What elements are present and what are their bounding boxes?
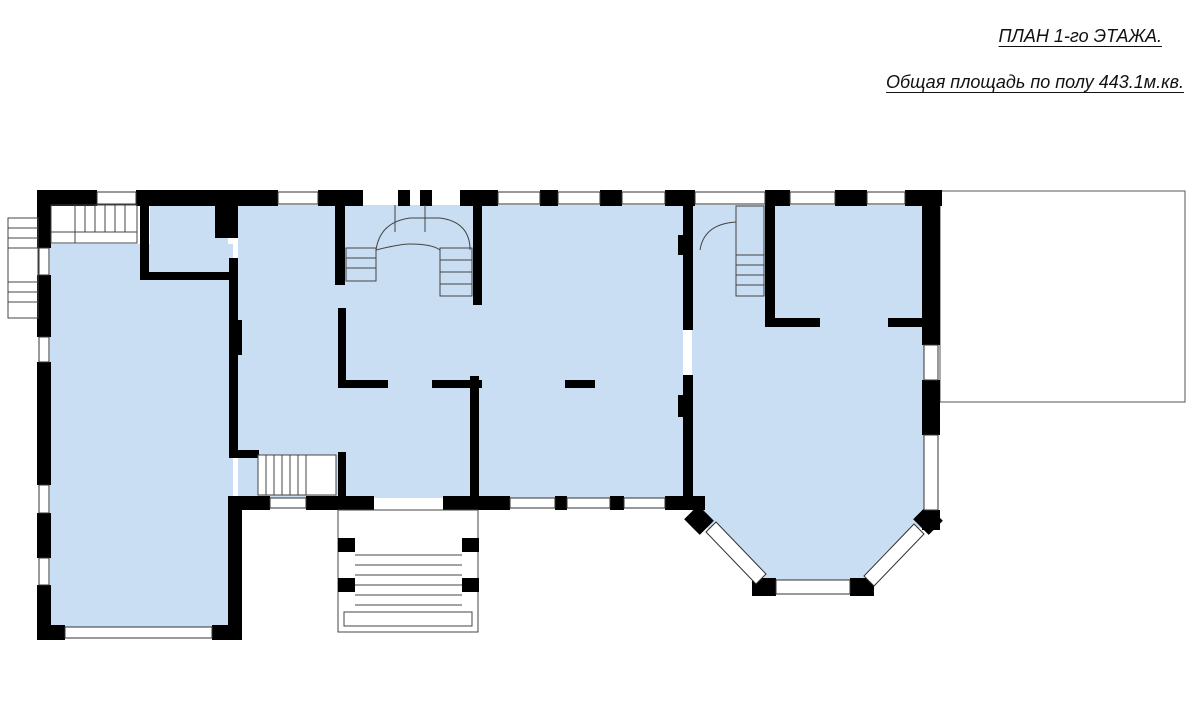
exterior-walls	[37, 190, 943, 640]
interior-walls	[140, 205, 923, 500]
porch-columns	[338, 538, 479, 592]
floor-area-caption: Общая площадь по полу 443.1м.кв.	[886, 72, 1184, 92]
annex-outline	[939, 190, 1186, 403]
stairs	[7, 204, 765, 633]
plan-title: ПЛАН 1-го ЭТАЖА.	[998, 26, 1163, 46]
windows	[38, 191, 939, 639]
floor-area	[50, 205, 925, 627]
